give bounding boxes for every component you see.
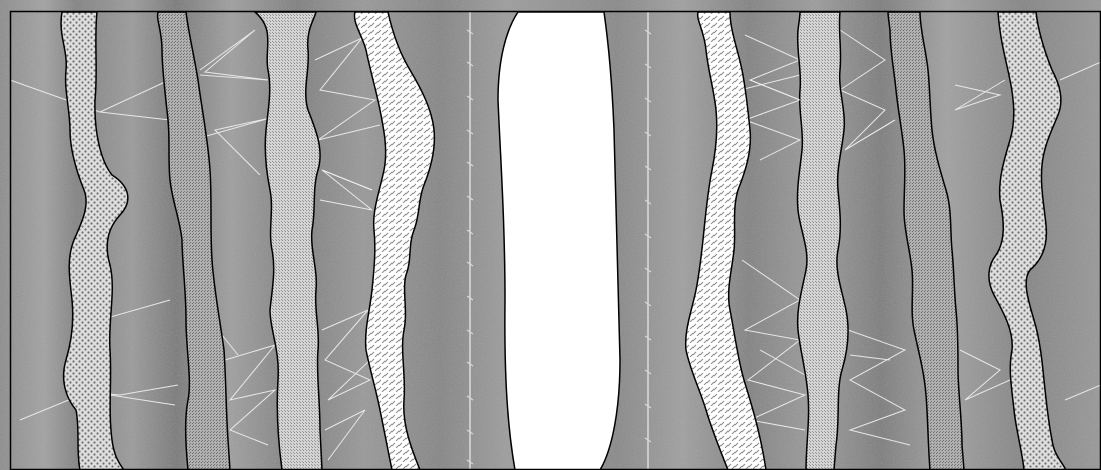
center-opening (498, 12, 620, 470)
